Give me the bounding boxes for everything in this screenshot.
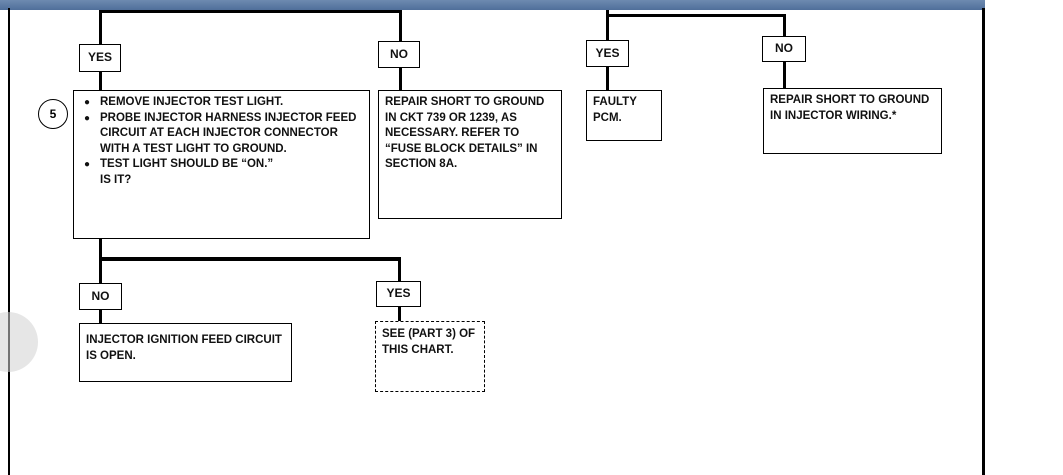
- yes-label-text: YES: [386, 286, 411, 301]
- connector-no-drop: [399, 10, 402, 41]
- no-decision-label-right: NO: [762, 36, 806, 62]
- chart-border-left: [8, 8, 10, 475]
- connector-top-left-branch: [99, 10, 402, 13]
- no-label-text: NO: [775, 41, 793, 56]
- connector-no-to-injector: [783, 62, 786, 88]
- connector-bottom-branch: [99, 257, 401, 261]
- scroll-handle[interactable]: [0, 312, 38, 372]
- page-right-margin: [985, 0, 1063, 475]
- connector-bottom-yes-drop: [398, 257, 401, 281]
- window-top-bar: [0, 0, 1063, 10]
- yes-decision-label: YES: [79, 44, 121, 72]
- repair-ckt-text: REPAIR SHORT TO GROUND IN CKT 739 OR 123…: [385, 96, 545, 170]
- connector-bottom-yes-to-see: [398, 306, 401, 321]
- yes-label-text: YES: [595, 45, 620, 60]
- no-label-text: NO: [91, 288, 110, 303]
- no-label-text: NO: [390, 46, 408, 61]
- connector-bottom-no-to-open: [99, 309, 102, 324]
- yes-decision-label-right: YES: [586, 40, 629, 67]
- see-part3-box[interactable]: SEE (PART 3) OF THIS CHART.: [375, 321, 485, 392]
- yes-label-text: YES: [87, 50, 112, 65]
- no-decision-label-bottom: NO: [79, 283, 122, 310]
- connector-top-right-branch: [606, 14, 786, 17]
- step5-instruction-box: REMOVE INJECTOR TEST LIGHT. PROBE INJECT…: [73, 90, 370, 239]
- see-part3-text: SEE (PART 3) OF THIS CHART.: [382, 328, 476, 356]
- connector-yes-to-faulty: [606, 66, 609, 90]
- repair-ckt-box: REPAIR SHORT TO GROUND IN CKT 739 OR 123…: [378, 90, 562, 219]
- ignition-feed-open-box: INJECTOR IGNITION FEED CIRCUIT IS OPEN.: [79, 323, 292, 382]
- yes-decision-label-bottom: YES: [376, 281, 421, 307]
- step5-bullet-item: REMOVE INJECTOR TEST LIGHT.: [80, 95, 363, 111]
- chart-border-right: [982, 8, 985, 475]
- step5-bullet-item: TEST LIGHT SHOULD BE “ON.”: [80, 157, 363, 173]
- faulty-pcm-box: FAULTY PCM.: [586, 90, 662, 141]
- connector-top-right-drop: [606, 10, 609, 40]
- repair-injector-box: REPAIR SHORT TO GROUND IN INJECTOR WIRIN…: [763, 88, 942, 154]
- step5-question: IS IT?: [100, 173, 132, 186]
- ignition-feed-open-text: INJECTOR IGNITION FEED CIRCUIT IS OPEN.: [86, 334, 282, 362]
- connector-no-to-repair: [399, 67, 402, 90]
- step5-bullet-item: PROBE INJECTOR HARNESS INJECTOR FEED CIR…: [80, 111, 363, 158]
- connector-step5-drop: [99, 239, 102, 284]
- repair-injector-text: REPAIR SHORT TO GROUND IN INJECTOR WIRIN…: [770, 94, 930, 122]
- connector-yes-to-step5: [99, 72, 102, 90]
- step-number-label: 5: [49, 107, 57, 121]
- no-decision-label: NO: [378, 41, 420, 68]
- step-number-badge: 5: [38, 99, 68, 129]
- step5-bullet-list: REMOVE INJECTOR TEST LIGHT. PROBE INJECT…: [80, 95, 363, 173]
- connector-top-left-drop: [99, 10, 102, 44]
- faulty-pcm-text: FAULTY PCM.: [593, 96, 637, 124]
- connector-right-no-drop: [783, 14, 786, 36]
